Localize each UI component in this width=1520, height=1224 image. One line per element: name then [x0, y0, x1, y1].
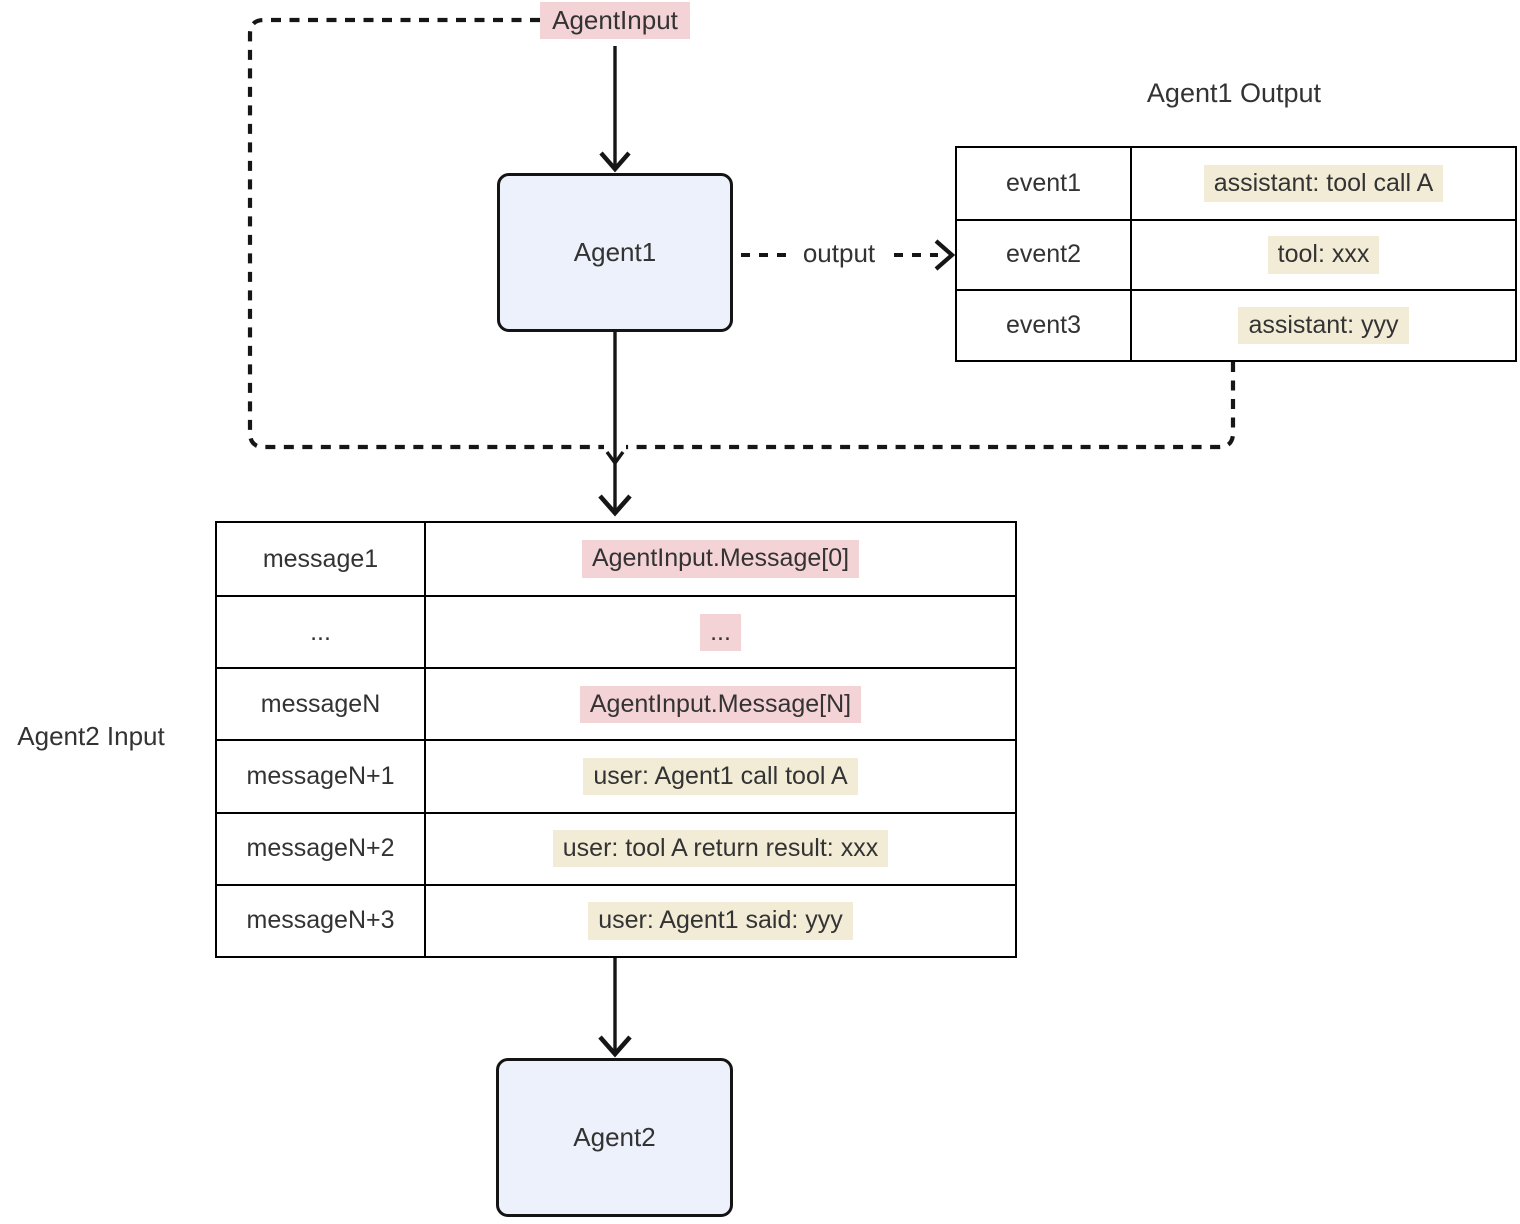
agent2-label: Agent2 — [573, 1122, 656, 1152]
agent2-input-table: message1 AgentInput.Message[0] ... ... m… — [215, 521, 1017, 958]
value-highlight: user: Agent1 said: yyy — [588, 902, 853, 940]
agent-input-label: AgentInput — [552, 5, 678, 35]
row-key: messageN+1 — [217, 739, 426, 812]
agent1-output-title: Agent1 Output — [1146, 78, 1322, 108]
row-key: messageN+3 — [217, 883, 426, 956]
edge-junction-arrowhead — [605, 451, 625, 466]
value-highlight: user: Agent1 call tool A — [583, 757, 858, 796]
row-value: tool: xxx — [1132, 218, 1515, 290]
agent1-output-table: event1 assistant: tool call A event2 too… — [955, 146, 1517, 362]
row-value: AgentInput.Message[N] — [426, 667, 1015, 739]
value-highlight: ... — [700, 613, 741, 651]
value-highlight: user: tool A return result: xxx — [552, 830, 889, 868]
node-agent-input: AgentInput — [540, 2, 690, 39]
agent2-input-title: Agent2 Input — [17, 721, 165, 751]
value-highlight: AgentInput.Message[0] — [581, 540, 860, 578]
row-value: assistant: tool call A — [1132, 148, 1515, 219]
row-key: event1 — [957, 148, 1132, 219]
row-value: user: Agent1 call tool A — [426, 739, 1015, 811]
row-value: assistant: yyy — [1132, 289, 1515, 360]
value-highlight: tool: xxx — [1267, 236, 1380, 274]
row-key: messageN+2 — [217, 811, 426, 884]
row-value: ... — [426, 595, 1015, 667]
node-agent1: Agent1 — [497, 173, 733, 332]
row-key: event3 — [957, 289, 1132, 360]
edge-label-output: output — [791, 238, 887, 269]
node-agent2: Agent2 — [496, 1058, 733, 1217]
edge-table-to-agent2-arrowhead — [598, 1035, 632, 1058]
row-key: event2 — [957, 218, 1132, 290]
row-key: ... — [217, 595, 426, 668]
edge-outputtable-loop-dash — [626, 362, 1236, 450]
row-value: user: Agent1 said: yyy — [426, 883, 1015, 956]
row-key: messageN — [217, 667, 426, 740]
edge-output-arrowhead — [934, 239, 956, 271]
value-highlight: AgentInput.Message[N] — [579, 685, 862, 724]
agent1-label: Agent1 — [573, 237, 657, 267]
edge-agent1-to-agent2input-arrowhead — [598, 494, 632, 517]
row-value: AgentInput.Message[0] — [426, 523, 1015, 595]
value-highlight: assistant: yyy — [1238, 307, 1409, 345]
edge-agentinput-to-agent1-arrowhead — [599, 151, 631, 173]
value-highlight: assistant: tool call A — [1203, 164, 1444, 202]
row-key: message1 — [217, 523, 426, 596]
row-value: user: tool A return result: xxx — [426, 811, 1015, 884]
